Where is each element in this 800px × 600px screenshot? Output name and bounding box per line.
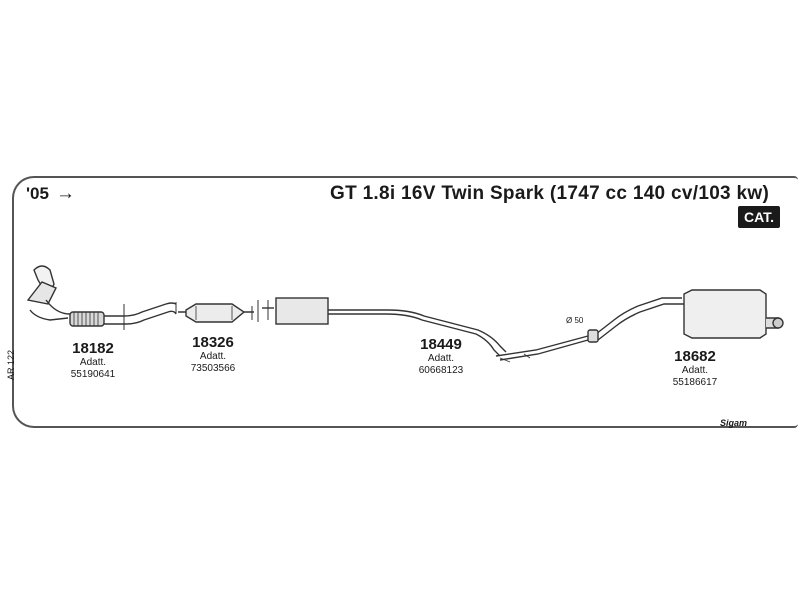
part-number: 18682 [674, 348, 716, 365]
center-pipe-drawing [262, 297, 589, 363]
part-18449[interactable]: 18449 Adatt. 60668123 [386, 336, 496, 377]
part-18682[interactable]: 18682 Adatt. 55186617 [640, 348, 750, 389]
part-adatt-label: Adatt. [199, 351, 227, 362]
part-oem-code: 73503566 [190, 363, 236, 374]
part-number: 18182 [72, 340, 114, 357]
arrow-right-icon: → [56, 183, 75, 204]
part-18182[interactable]: 18182 Adatt. 55190641 [38, 340, 148, 381]
vehicle-title: GT 1.8i 16V Twin Spark (1747 cc 140 cv/1… [330, 183, 770, 204]
part-oem-code: 55190641 [70, 369, 116, 380]
part-oem-code: 55186617 [672, 377, 718, 388]
part-number: 18449 [420, 336, 462, 353]
catalyst-badge: CAT. [738, 206, 781, 228]
side-reference-code: AR 122 [6, 349, 16, 380]
part-adatt-label: Adatt. [79, 357, 107, 368]
part-adatt-label: Adatt. [427, 353, 455, 364]
part-18326[interactable]: 18326 Adatt. 73503566 [158, 334, 268, 375]
diagram-frame [12, 176, 798, 428]
manifold-drawing [26, 265, 177, 330]
pipe-diameter-label: Ø 50 [566, 316, 584, 325]
catalyst-drawing [178, 300, 259, 323]
brand-mark: Sigam [720, 418, 748, 428]
model-year: '05 [26, 184, 49, 203]
part-oem-code: 60668123 [418, 365, 464, 376]
part-number: 18326 [192, 334, 234, 351]
part-adatt-label: Adatt. [681, 365, 709, 376]
rear-muffler-drawing [587, 289, 784, 343]
